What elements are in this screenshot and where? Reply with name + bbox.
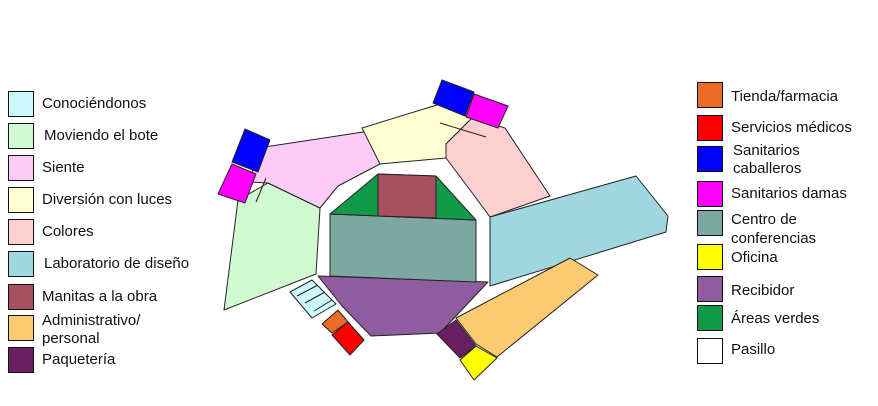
room-sanitarios-caballeros-right	[432, 79, 475, 117]
legend-swatch	[8, 91, 34, 117]
legend-swatch	[697, 210, 723, 236]
partition-line	[296, 284, 319, 297]
legend-swatch	[697, 181, 723, 207]
legend-swatch	[697, 146, 723, 172]
legend-label: Servicios médicos	[731, 119, 852, 136]
room-colores	[445, 117, 551, 218]
room-centro-de-conferencias	[329, 213, 477, 283]
door-mark	[439, 122, 487, 138]
legend-swatch	[8, 315, 34, 341]
room-administrativo-personal	[455, 257, 599, 358]
legend-swatch	[697, 244, 723, 270]
room-sanitarios-damas-left	[217, 163, 257, 204]
partition-line	[304, 291, 326, 304]
legend-label: Sanitarios damas	[731, 185, 847, 202]
legend-swatch	[697, 276, 723, 302]
legend-label: Áreas verdes	[731, 310, 820, 327]
room-sanitarios-damas-right	[465, 93, 509, 129]
room-sanitarios-caballeros-left	[231, 128, 271, 173]
door-mark	[255, 177, 267, 203]
room-servicios-medicos	[331, 321, 365, 356]
legend-label: Conociéndonos	[42, 95, 147, 112]
legend-label: Administrativo/ personal	[42, 312, 141, 347]
legend-label: Oficina	[731, 249, 778, 266]
legend-swatch	[8, 187, 34, 213]
legend-swatch	[697, 338, 723, 364]
legend-swatch	[8, 347, 34, 373]
legend-swatch	[697, 115, 723, 141]
legend-label: Sanitarios caballeros	[733, 142, 802, 177]
legend-label: Recibidor	[731, 282, 795, 299]
legend-label: Siente	[42, 159, 85, 176]
legend-label: Manitas a la obra	[42, 288, 158, 305]
legend-label: Moviendo el bote	[44, 127, 159, 144]
partition-line	[313, 299, 333, 312]
legend-label: Centro de conferencias	[731, 211, 817, 247]
legend-swatch	[8, 284, 34, 310]
legend-swatch	[697, 82, 723, 108]
legend-swatch	[8, 123, 34, 149]
legend-swatch	[8, 155, 34, 181]
legend-swatch	[8, 219, 34, 245]
legend-label: Laboratorio de diseño	[44, 255, 190, 272]
legend-label: Colores	[42, 223, 94, 240]
room-laboratorio-de-diseno	[489, 175, 669, 287]
legend-swatch	[8, 251, 34, 277]
legend-label: Diversión con luces	[42, 191, 173, 208]
room-manitas-a-la-obra	[377, 173, 437, 219]
legend-label: Tienda/farmacia	[731, 88, 838, 105]
legend-swatch	[697, 305, 723, 331]
room-oficina	[459, 345, 498, 381]
legend-label: Paquetería	[42, 351, 116, 368]
legend-label: Pasillo	[731, 341, 776, 358]
